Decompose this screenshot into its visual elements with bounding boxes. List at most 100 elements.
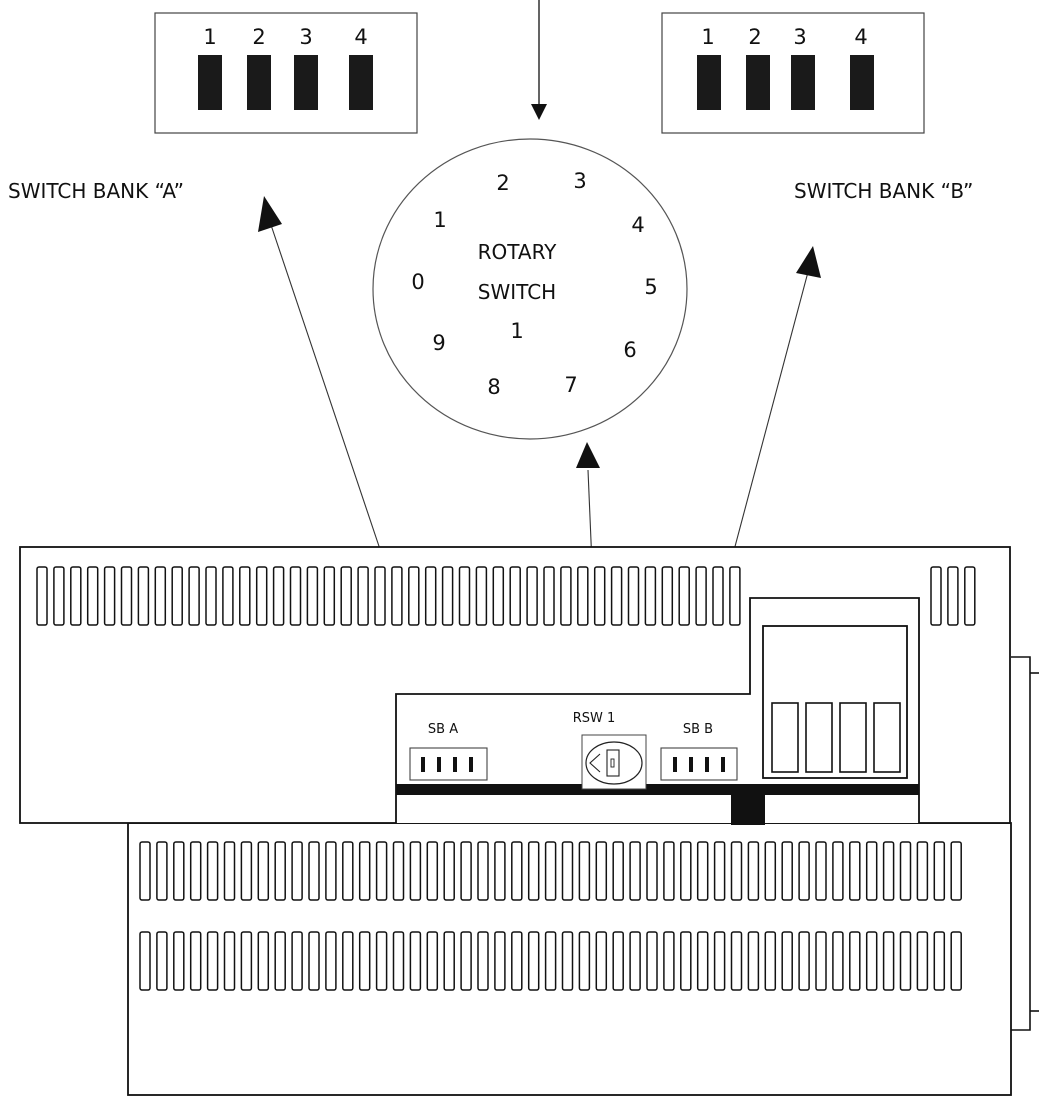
vent-slot bbox=[240, 841, 253, 901]
vent-slot bbox=[646, 841, 658, 901]
vent-slot bbox=[527, 841, 540, 901]
vent-slot bbox=[274, 841, 286, 901]
rotary-title-line2: SWITCH bbox=[478, 280, 556, 304]
bank-b-pos-2: 2 bbox=[748, 25, 761, 49]
vent-slot bbox=[661, 566, 674, 626]
vent-slot bbox=[255, 566, 268, 626]
vent-slot bbox=[36, 566, 48, 626]
vent-slot bbox=[916, 931, 929, 991]
vent-slot bbox=[223, 931, 236, 991]
arrowhead-rsw bbox=[576, 442, 600, 468]
rsw-board-label: RSW 1 bbox=[573, 711, 616, 726]
vent-slot bbox=[408, 566, 420, 626]
dial-number: 4 bbox=[631, 213, 644, 237]
vent-slot bbox=[375, 931, 388, 991]
vent-slot bbox=[206, 841, 219, 901]
vent-slot bbox=[70, 566, 82, 626]
vent-slot bbox=[323, 566, 336, 626]
vent-slot bbox=[865, 931, 878, 991]
vent-slot bbox=[391, 566, 403, 626]
sb-b-board-label: SB B bbox=[683, 722, 713, 737]
vent-slot bbox=[272, 566, 285, 626]
vent-slot bbox=[747, 931, 760, 991]
vent-slot bbox=[947, 566, 959, 626]
vent-slot bbox=[173, 931, 185, 991]
vent-slot bbox=[409, 841, 422, 901]
relay-slot-3 bbox=[839, 702, 867, 773]
vent-slot bbox=[629, 931, 641, 991]
vent-slot bbox=[494, 931, 506, 991]
vent-slot bbox=[308, 931, 320, 991]
vent-slot bbox=[950, 841, 962, 901]
vent-slot bbox=[764, 841, 777, 901]
vent-slot bbox=[610, 566, 623, 626]
vent-slot bbox=[441, 566, 454, 626]
vent-slot bbox=[206, 931, 219, 991]
vent-slot bbox=[173, 841, 185, 901]
vent-slot bbox=[930, 566, 942, 626]
rotary-switch-callout: ROTARY SWITCH 2 3 1 4 0 5 9 1 6 8 7 bbox=[372, 0, 688, 440]
bank-a-pos-2: 2 bbox=[252, 25, 265, 49]
vent-slot bbox=[306, 566, 319, 626]
vent-slot bbox=[544, 841, 557, 901]
bank-b-pos-4: 4 bbox=[854, 25, 867, 49]
vent-slot bbox=[680, 841, 692, 901]
vent-slot bbox=[154, 566, 167, 626]
dial-number: 2 bbox=[496, 171, 509, 195]
bank-a-dip-switch-1 bbox=[198, 55, 222, 110]
vent-slot bbox=[477, 931, 489, 991]
relay-slot-1 bbox=[771, 702, 799, 773]
vent-slot bbox=[950, 931, 962, 991]
bank-a-pos-3: 3 bbox=[299, 25, 312, 49]
vent-slot bbox=[222, 566, 234, 626]
vent-slot bbox=[865, 841, 878, 901]
vent-slot bbox=[593, 566, 606, 626]
vent-slot bbox=[882, 841, 895, 901]
sb-a-dip-4 bbox=[469, 757, 473, 772]
vent-slot bbox=[460, 931, 472, 991]
dial-number: 1 bbox=[510, 319, 523, 343]
vent-slot bbox=[375, 841, 388, 901]
vent-slot bbox=[374, 566, 386, 626]
vent-slot bbox=[357, 566, 369, 626]
bank-b-dip-switch-3 bbox=[791, 55, 815, 110]
bank-a-dip-switch-2 bbox=[247, 55, 271, 110]
dial-number: 5 bbox=[644, 275, 657, 299]
vent-slot bbox=[832, 931, 844, 991]
sb-a-dip-3 bbox=[453, 757, 457, 772]
side-connector-bracket bbox=[1011, 656, 1031, 1031]
vent-slot bbox=[543, 566, 555, 626]
relay-slot-2 bbox=[805, 702, 833, 773]
vent-slot bbox=[325, 841, 337, 901]
vent-slot bbox=[494, 841, 506, 901]
vent-slot bbox=[274, 931, 286, 991]
vent-slot bbox=[458, 566, 471, 626]
switch-bank-a-callout: 1 2 3 4 SWITCH BANK “A” bbox=[8, 12, 418, 203]
vent-slot bbox=[696, 931, 709, 991]
vent-slot bbox=[156, 841, 168, 901]
sb-b-switch-block bbox=[660, 747, 738, 781]
vent-slot bbox=[899, 931, 912, 991]
vent-slot bbox=[103, 566, 116, 626]
vent-slot bbox=[477, 841, 489, 901]
vent-slot bbox=[678, 566, 690, 626]
vent-slot bbox=[629, 841, 641, 901]
sb-b-dip-1 bbox=[673, 757, 677, 772]
vent-slot bbox=[764, 931, 777, 991]
vent-slot bbox=[730, 931, 743, 991]
bank-b-dip-switch-4 bbox=[850, 55, 874, 110]
vent-slot bbox=[120, 566, 133, 626]
vent-slot bbox=[443, 931, 455, 991]
vent-slot bbox=[713, 841, 726, 901]
vent-slot bbox=[849, 841, 861, 901]
arrowhead-sb-a bbox=[258, 196, 282, 232]
switch-bank-a-label: SWITCH BANK “A” bbox=[8, 179, 184, 203]
vent-slot bbox=[933, 841, 946, 901]
vent-slot bbox=[964, 566, 976, 626]
vent-slot bbox=[832, 841, 844, 901]
vent-slot bbox=[815, 931, 827, 991]
rotary-switch-dial bbox=[372, 138, 688, 440]
vent-slot bbox=[730, 841, 743, 901]
vent-slot bbox=[257, 841, 270, 901]
top-pointer-arrowhead bbox=[531, 104, 547, 120]
